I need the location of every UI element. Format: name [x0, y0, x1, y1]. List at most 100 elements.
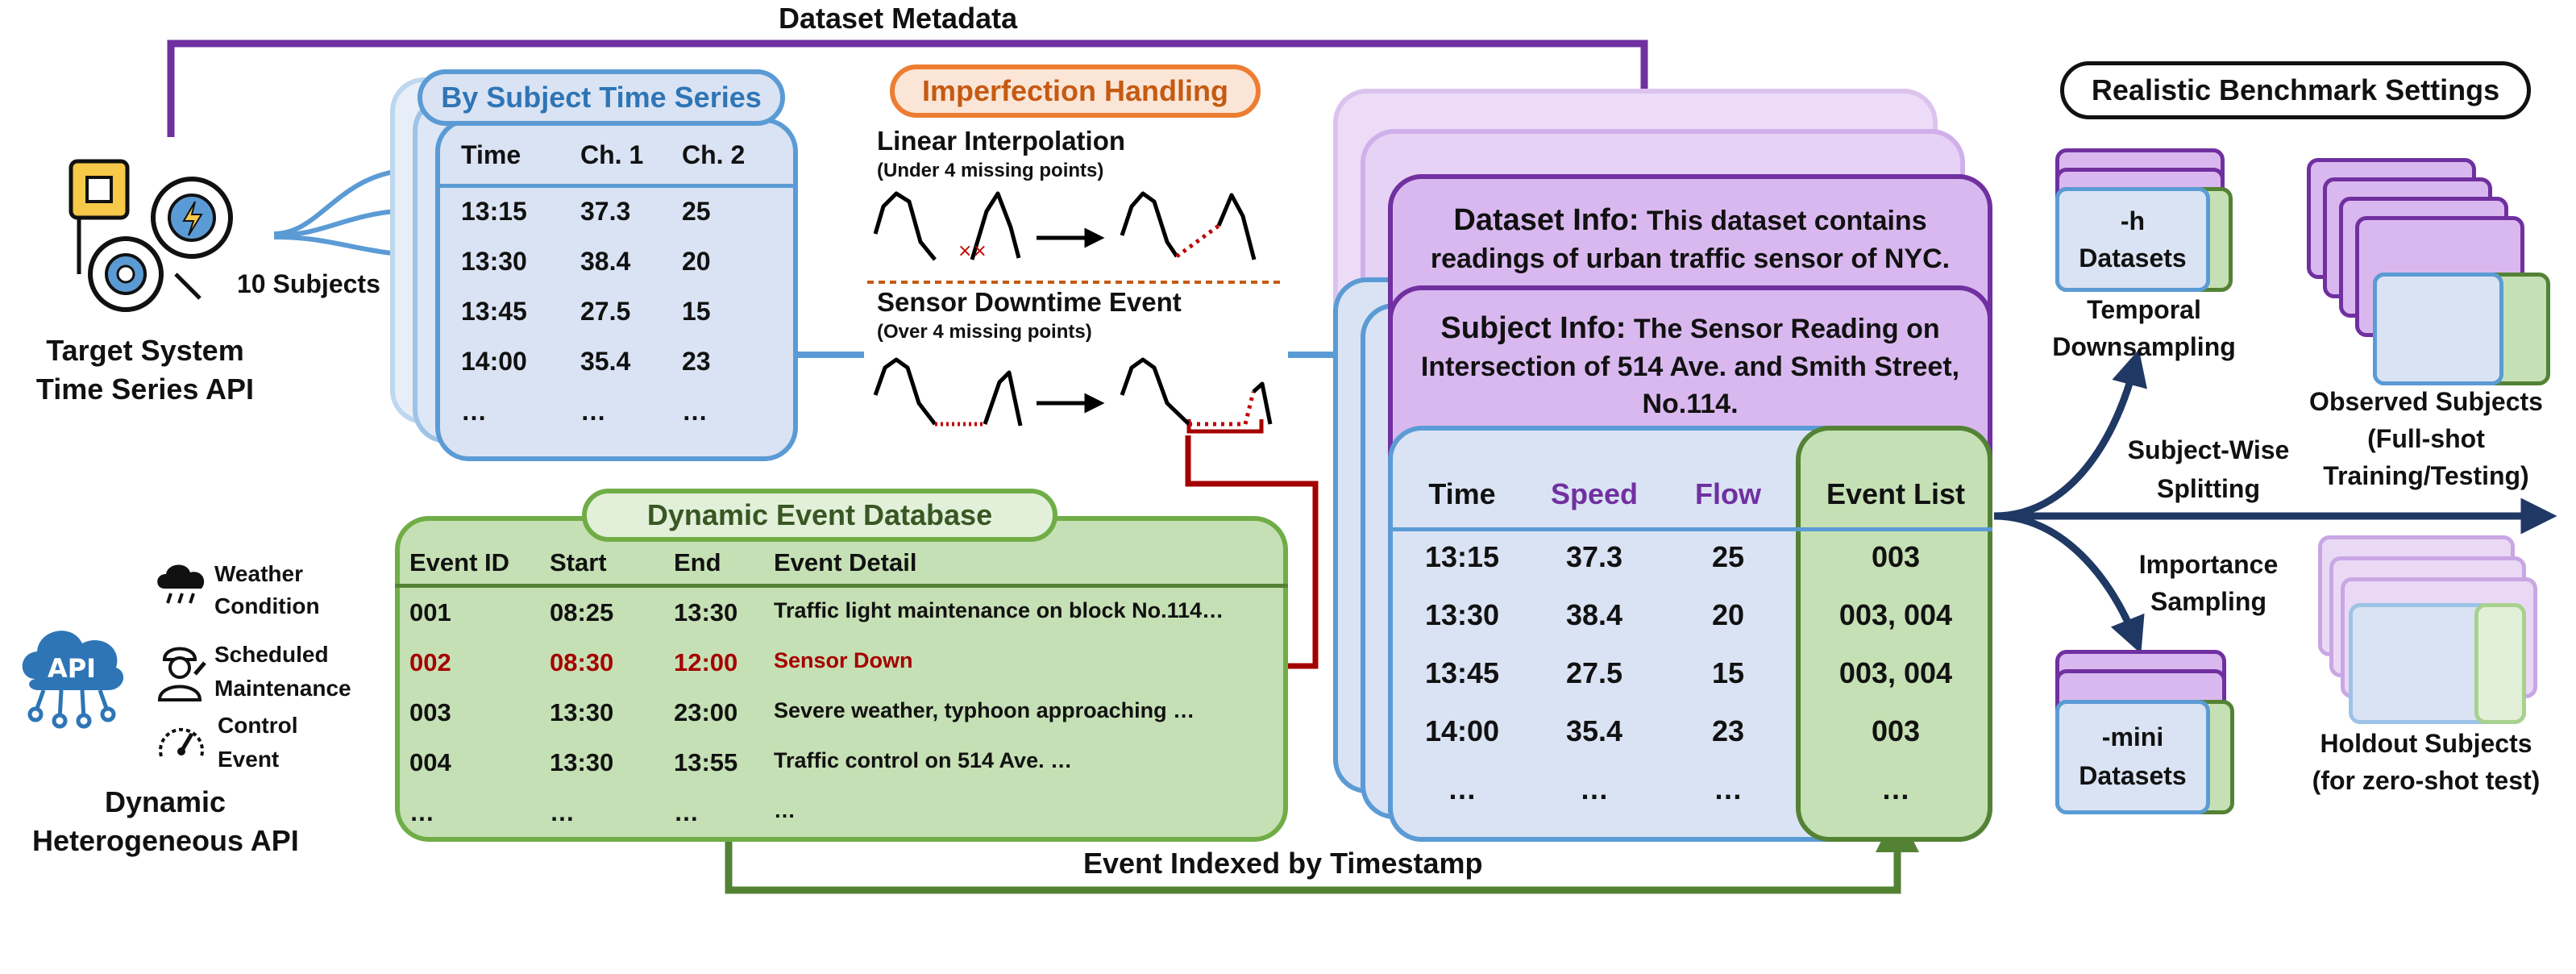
- event-header-cell: Event ID: [409, 548, 510, 576]
- combined-cell: 13:45: [1424, 656, 1500, 689]
- series-cell: 13:15: [461, 197, 527, 226]
- series-cell: 15: [682, 297, 711, 326]
- combined-cell: …: [1881, 772, 1910, 805]
- series-cell: 13:30: [461, 247, 527, 276]
- api-cloud-icon: API: [11, 610, 132, 730]
- api-item-1-line2: Condition: [214, 593, 320, 618]
- combined-cell: 003, 004: [1839, 598, 1953, 631]
- series-cell: …: [580, 397, 606, 426]
- combined-header-cell: Event List: [1826, 477, 1966, 510]
- dynamic-api-label-2: Heterogeneous API: [32, 824, 299, 857]
- downtime-title: Sensor Downtime Event: [877, 287, 1182, 317]
- event-cell: Sensor Down: [774, 648, 913, 672]
- mini-dataset-label-2: Datasets: [2079, 761, 2187, 790]
- series-card: [435, 118, 798, 461]
- dataset-info-text-1: This dataset contains: [1646, 206, 1927, 236]
- subject-info-text-1: The Sensor Reading on: [1633, 314, 1940, 344]
- combined-cell: 003, 004: [1839, 656, 1953, 689]
- api-item-1-line1: Weather: [214, 561, 303, 586]
- event-cell: 23:00: [674, 698, 738, 726]
- series-header-cell: Ch. 2: [682, 140, 746, 169]
- subject-info-line1: Subject Info: The Sensor Reading on: [1388, 311, 1992, 346]
- combined-cell: …: [1448, 772, 1477, 805]
- combined-cell: 38.4: [1565, 598, 1623, 631]
- series-cell: 20: [682, 247, 711, 276]
- importance-label-1: Importance: [2138, 550, 2279, 579]
- event-cell: …: [674, 798, 699, 826]
- combined-cell: 27.5: [1565, 656, 1623, 689]
- event-cell: …: [550, 798, 575, 826]
- combined-cell: 25: [1711, 540, 1745, 573]
- event-cell: Severe weather, typhoon approaching …: [774, 698, 1195, 722]
- combined-cell: …: [1580, 772, 1609, 805]
- event-cell: …: [774, 798, 796, 822]
- event-cell: 13:30: [550, 748, 614, 776]
- observed-label-3: Training/Testing): [2323, 461, 2529, 490]
- h-dataset-label-2: Datasets: [2079, 244, 2187, 273]
- combined-cell: 37.3: [1565, 540, 1623, 573]
- interpolation-sketch: ××: [873, 191, 1257, 261]
- event-cell: Traffic control on 514 Ave. …: [774, 748, 1073, 772]
- combined-cell: 23: [1711, 714, 1745, 747]
- subject-info-text-2: Intersection of 514 Ave. and Smith Stree…: [1420, 352, 1960, 382]
- mini-stack-front-blue: [2055, 700, 2210, 814]
- downtime-sub: (Over 4 missing points): [877, 321, 1092, 343]
- series-title: By Subject Time Series: [418, 69, 785, 126]
- event-cell: 12:00: [674, 648, 738, 676]
- api-item-2-line2: Maintenance: [214, 676, 351, 701]
- combined-cell: 20: [1711, 598, 1745, 631]
- target-system-icon: [63, 153, 240, 323]
- event-cell: 08:25: [550, 598, 614, 626]
- benchmark-arrows: [1993, 349, 2557, 654]
- subject-wise-label-2: Splitting: [2157, 474, 2260, 503]
- combined-cell: 13:15: [1424, 540, 1500, 573]
- holdout-label-1: Holdout Subjects: [2320, 729, 2532, 758]
- series-cell: 27.5: [580, 297, 631, 326]
- observed-label-2: (Full-shot: [2367, 424, 2485, 453]
- holdout-label-2: (for zero-shot test): [2312, 766, 2541, 795]
- dynamic-api-label-1: Dynamic: [104, 785, 226, 818]
- dataset-info-text-2: readings of urban traffic sensor of NYC.: [1430, 244, 1951, 274]
- event-index-arrow: [725, 809, 1919, 894]
- event-cell: 13:30: [550, 698, 614, 726]
- event-cell: 13:55: [674, 748, 738, 776]
- event-header-cell: Start: [550, 548, 607, 576]
- combined-cell: 003: [1871, 540, 1921, 573]
- series-cell: 38.4: [580, 247, 631, 276]
- combined-header-cell: Speed: [1550, 477, 1639, 510]
- combined-cell: …: [1714, 772, 1743, 805]
- api-item-2-line1: Scheduled: [214, 642, 329, 667]
- event-cell: 08:30: [550, 648, 614, 676]
- svg-text:API: API: [48, 653, 96, 684]
- series-cell: …: [461, 397, 487, 426]
- combined-header-underline: [1388, 527, 1992, 531]
- mini-dataset-label-1: -mini: [2101, 722, 2164, 751]
- event-cell: 004: [409, 748, 451, 776]
- event-db-title: Dynamic Event Database: [582, 489, 1057, 542]
- event-indexed-label: Event Indexed by Timestamp: [1083, 847, 1483, 880]
- event-cell: 003: [409, 698, 451, 726]
- holdout-stack-front-green: [2474, 603, 2526, 724]
- event-header-cell: End: [674, 548, 721, 576]
- series-cell: 37.3: [580, 197, 631, 226]
- combined-cell: 14:00: [1424, 714, 1500, 747]
- series-cell: …: [682, 397, 708, 426]
- h-stack-front-blue: [2055, 187, 2210, 292]
- series-cell: 14:00: [461, 347, 527, 376]
- temporal-label-2: Downsampling: [2052, 332, 2236, 361]
- subjects-count: 10 Subjects: [237, 269, 380, 298]
- event-cell: 002: [409, 648, 451, 676]
- maintenance-worker-icon: [152, 639, 208, 703]
- series-cell: 13:45: [461, 297, 527, 326]
- linear-interp-title: Linear Interpolation: [877, 126, 1126, 156]
- target-api-label-1: Target System: [46, 334, 244, 367]
- series-cell: 23: [682, 347, 711, 376]
- downtime-sketch: [873, 357, 1273, 427]
- control-gauge-icon: [155, 716, 208, 764]
- event-header-cell: Event Detail: [774, 548, 917, 576]
- subject-info-text-3: No.114.: [1642, 389, 1739, 419]
- series-header-cell: Ch. 1: [580, 140, 644, 169]
- dataset-info-line1: Dataset Info: This dataset contains: [1388, 203, 1992, 238]
- combined-cell: 35.4: [1565, 714, 1623, 747]
- importance-label-2: Sampling: [2150, 587, 2266, 616]
